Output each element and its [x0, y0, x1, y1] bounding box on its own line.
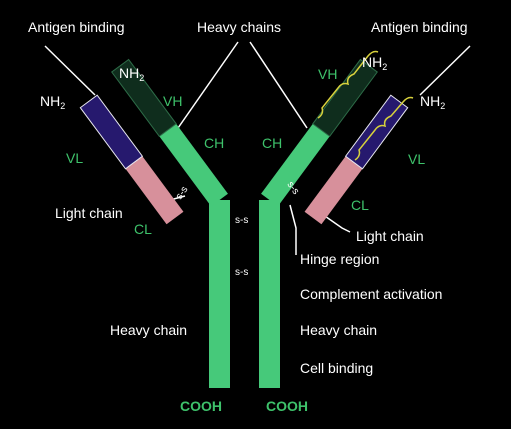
heavy-chains-pointer-right	[249, 41, 308, 129]
label-light-chain-right: Light chain	[356, 228, 424, 244]
label-cl-left: CL	[134, 221, 152, 237]
left-heavy-stem	[209, 200, 230, 388]
vl-bracket	[354, 96, 414, 161]
label-antigen-binding-right: Antigen binding	[371, 19, 468, 35]
left-light-vl	[79, 94, 144, 170]
label-antigen-binding-left: Antigen binding	[28, 19, 125, 35]
label-cooh-left: COOH	[180, 398, 222, 414]
label-light-chain-left: Light chain	[55, 205, 123, 221]
right-heavy-arm-vh	[312, 58, 378, 138]
hinge-pointer	[289, 204, 297, 255]
right-heavy-stem	[259, 200, 280, 388]
light-chain-pointer-right	[321, 213, 351, 233]
label-cell-binding: Cell binding	[300, 360, 373, 376]
vh-bracket	[317, 50, 379, 119]
label-cl-right: CL	[351, 197, 369, 213]
label-vh-left: VH	[163, 93, 182, 109]
label-ch-left: CH	[204, 135, 224, 151]
left-light-chain	[79, 94, 184, 225]
label-cooh-right: COOH	[266, 398, 308, 414]
left-heavy-chain	[111, 58, 230, 388]
antigen-pointer-left	[44, 45, 96, 96]
label-heavy-chain-right: Heavy chain	[300, 322, 377, 338]
disulfide-left-light: s-s	[174, 184, 191, 201]
heavy-chains-pointer-left	[177, 41, 239, 129]
label-nh2-left-heavy: NH2	[119, 65, 144, 83]
label-nh2-left-light: NH2	[40, 93, 65, 111]
label-vh-right: VH	[318, 66, 337, 82]
disulfide-hinge-1: s-s	[235, 215, 248, 226]
label-heavy-chain-left: Heavy chain	[110, 322, 187, 338]
label-ch-right: CH	[262, 135, 282, 151]
label-nh2-right-light: NH2	[420, 93, 445, 111]
label-vl-right: VL	[408, 151, 425, 167]
disulfide-hinge-2: s-s	[235, 267, 248, 278]
right-heavy-chain	[259, 58, 378, 388]
label-complement-activation: Complement activation	[300, 286, 442, 302]
right-light-vl	[344, 94, 409, 170]
left-heavy-arm-vh	[111, 58, 177, 138]
label-nh2-right-heavy: NH2	[362, 54, 387, 72]
label-heavy-chains: Heavy chains	[197, 19, 281, 35]
label-vl-left: VL	[66, 150, 83, 166]
label-hinge-region: Hinge region	[300, 251, 379, 267]
antigen-pointer-right	[419, 45, 471, 96]
